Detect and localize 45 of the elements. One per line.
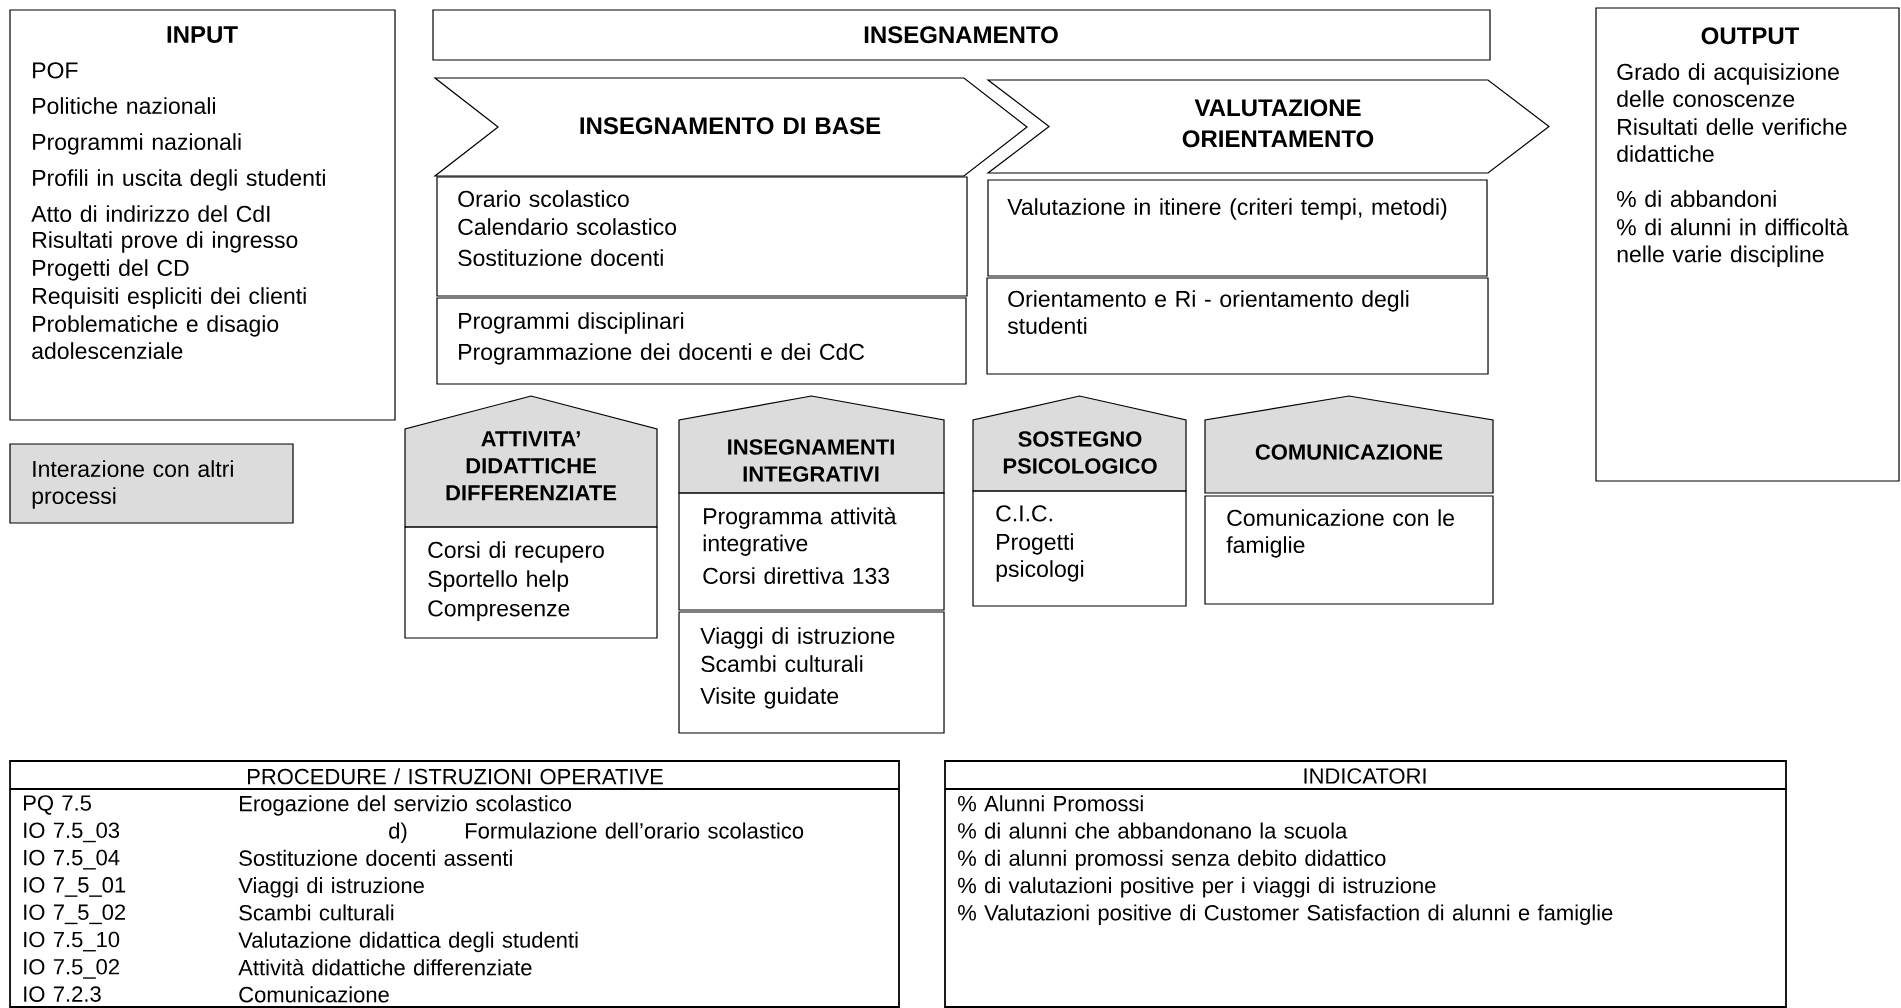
- table-cell: d): [389, 822, 407, 843]
- house-header: COMUNICAZIONE: [1204, 395, 1494, 494]
- table-cell: IO 7_5_01: [24, 877, 126, 897]
- activity-box: Programma attività integrative Corsi direttiva 133: [678, 492, 945, 611]
- table-header: PROCEDURE / ISTRUZIONI OPERATIVE: [248, 768, 663, 785]
- table-cell: IO 7.5_02: [24, 959, 119, 979]
- activity-box: Corsi di recupero Sportello help Compresenze: [404, 526, 658, 639]
- activity-box: Comunicazione con le famiglie: [1204, 495, 1494, 605]
- activity-box: Valutazione in itinere (criteri tempi, metodi): [987, 179, 1488, 277]
- table-cell: IO 7_5_02: [24, 904, 126, 925]
- table: [9, 760, 900, 1008]
- activity-box: C.I.C. Progetti psicologi: [972, 490, 1187, 607]
- activity-box: Programmi disciplinari Programmazione dei docenti e dei CdC: [436, 297, 967, 385]
- table-cell: Scambi culturali: [239, 904, 394, 921]
- house-header: INSEGNAMENTI INTEGRATIVI: [678, 395, 945, 494]
- house-header: ATTIVITA’ DIDATTICHE DIFFERENZIATE: [404, 395, 658, 528]
- table-cell: % di valutazioni positive per i viaggi di istruzione: [958, 877, 1436, 898]
- table-cell: IO 7.5_03: [24, 822, 120, 843]
- input-box: INPUT POF Politiche nazionali Programmi nazionali Profili in uscita degli studenti Atto di indirizzo del CdI Risultati prove di ingresso Progetti del CD Requisiti espliciti dei clienti Problematiche e disagio adolescenziale: [9, 9, 396, 421]
- table-cell: Valutazione didattica degli studenti: [238, 931, 578, 953]
- process-box: Interazione con altri processi: [9, 443, 294, 524]
- table-header: INDICATORI: [1304, 768, 1426, 784]
- table-cell: Formulazione dell’orario scolastico: [466, 822, 804, 839]
- table-cell: % Valutazioni positive di Customer Satisfaction di alunni e famiglie: [958, 904, 1613, 925]
- table-cell: Comunicazione: [239, 986, 389, 1003]
- phase-banner: INSEGNAMENTO DI BASE: [433, 77, 1028, 177]
- table-cell: % Alunni Promossi: [958, 795, 1143, 812]
- table-cell: IO 7.5_04: [24, 849, 120, 870]
- table: [944, 760, 1787, 1008]
- table-cell: PQ 7.5: [24, 795, 91, 815]
- output-box: OUTPUT Grado di acquisizione delle conoscenze Risultati delle verifiche didattiche % di abbandoni % di alunni in difficoltà nelle varie discipline: [1595, 7, 1900, 482]
- activity-box: Orario scolastico Calendario scolastico Sostituzione docenti: [436, 176, 968, 297]
- table-cell: IO 7.2.3: [24, 986, 101, 1002]
- activity-box: Orientamento e Ri - orientamento degli studenti: [986, 277, 1489, 375]
- phase-banner: VALUTAZIONE ORIENTAMENTO: [986, 79, 1550, 174]
- table-cell: % di alunni che abbandonano la scuola: [958, 822, 1348, 839]
- table-cell: IO 7.5_10: [24, 931, 120, 952]
- house-header: SOSTEGNO PSICOLOGICO: [972, 395, 1187, 492]
- table-cell: Erogazione del servizio scolastico: [240, 795, 571, 816]
- title-bar: INSEGNAMENTO: [432, 9, 1491, 61]
- activity-box: Viaggi di istruzione Scambi culturali Visite guidate: [678, 611, 945, 734]
- table-cell: % di alunni promossi senza debito didattico: [958, 849, 1386, 871]
- table-cell: Sostituzione docenti assenti: [239, 849, 512, 866]
- table-cell: Attività didattiche differenziate: [238, 959, 532, 976]
- table-cell: Viaggi di istruzione: [238, 877, 424, 898]
